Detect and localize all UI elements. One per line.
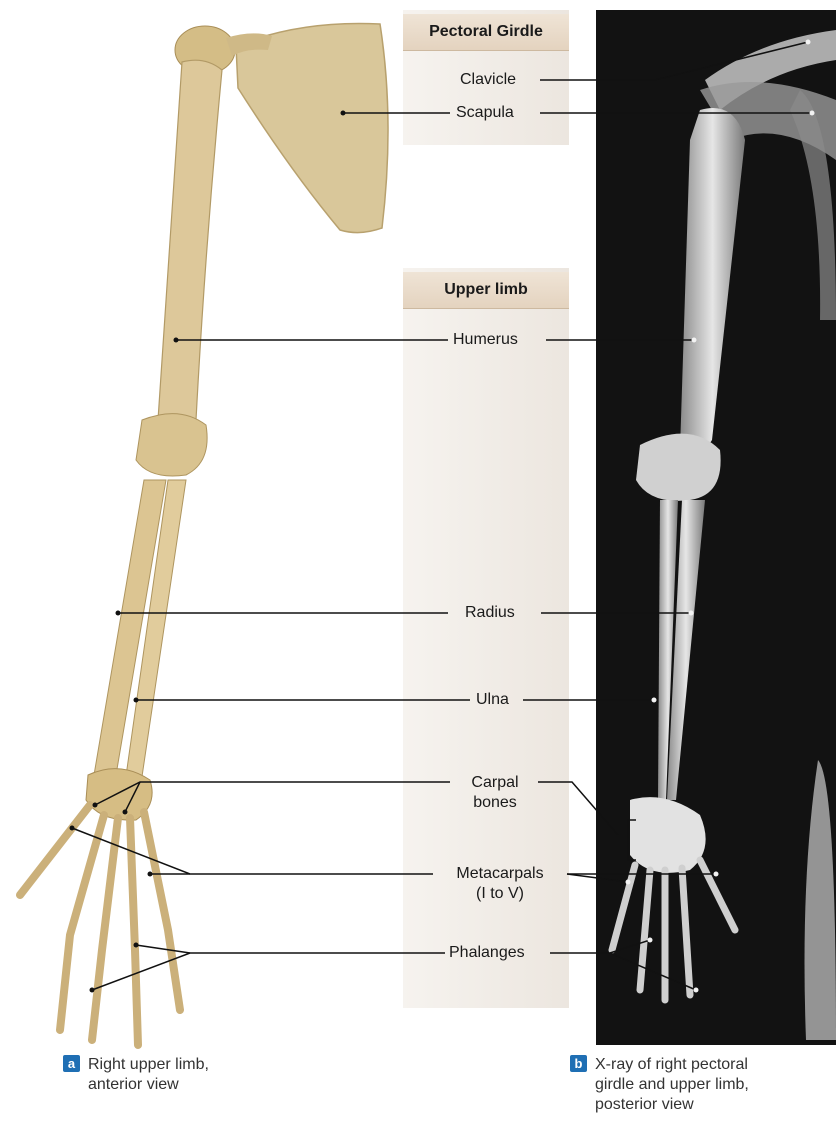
- ulna-label: Ulna: [476, 690, 509, 710]
- caption-b-badge: b: [570, 1055, 587, 1072]
- caption-a-badge: a: [63, 1055, 80, 1072]
- caption-b: b X-ray of right pectoral girdle and upper…: [570, 1055, 749, 1115]
- carpal-bones-label: Carpal bones: [455, 773, 535, 813]
- caption-b-line3: posterior view: [595, 1096, 694, 1113]
- phalanges-label: Phalanges: [449, 943, 525, 963]
- caption-a-line2: anterior view: [88, 1076, 179, 1093]
- bone-illustration: [20, 23, 388, 1045]
- radius-label: Radius: [465, 603, 515, 623]
- humerus-label: Humerus: [453, 330, 518, 350]
- metacarpals-line2: (I to V): [436, 884, 564, 904]
- upper-limb-heading: Upper limb: [403, 272, 569, 309]
- scapula-label: Scapula: [456, 103, 514, 123]
- metacarpals-label: Metacarpals (I to V): [436, 864, 564, 904]
- caption-a: a Right upper limb, anterior view: [63, 1055, 209, 1095]
- pectoral-girdle-heading: Pectoral Girdle: [403, 14, 569, 51]
- caption-b-line2: girdle and upper limb,: [595, 1076, 749, 1093]
- caption-b-line1: X-ray of right pectoral: [595, 1056, 748, 1073]
- clavicle-label: Clavicle: [460, 70, 516, 90]
- caption-a-line1: Right upper limb,: [88, 1056, 209, 1073]
- carpal-line1: Carpal: [455, 773, 535, 793]
- carpal-line2: bones: [455, 793, 535, 813]
- metacarpals-line1: Metacarpals: [436, 864, 564, 884]
